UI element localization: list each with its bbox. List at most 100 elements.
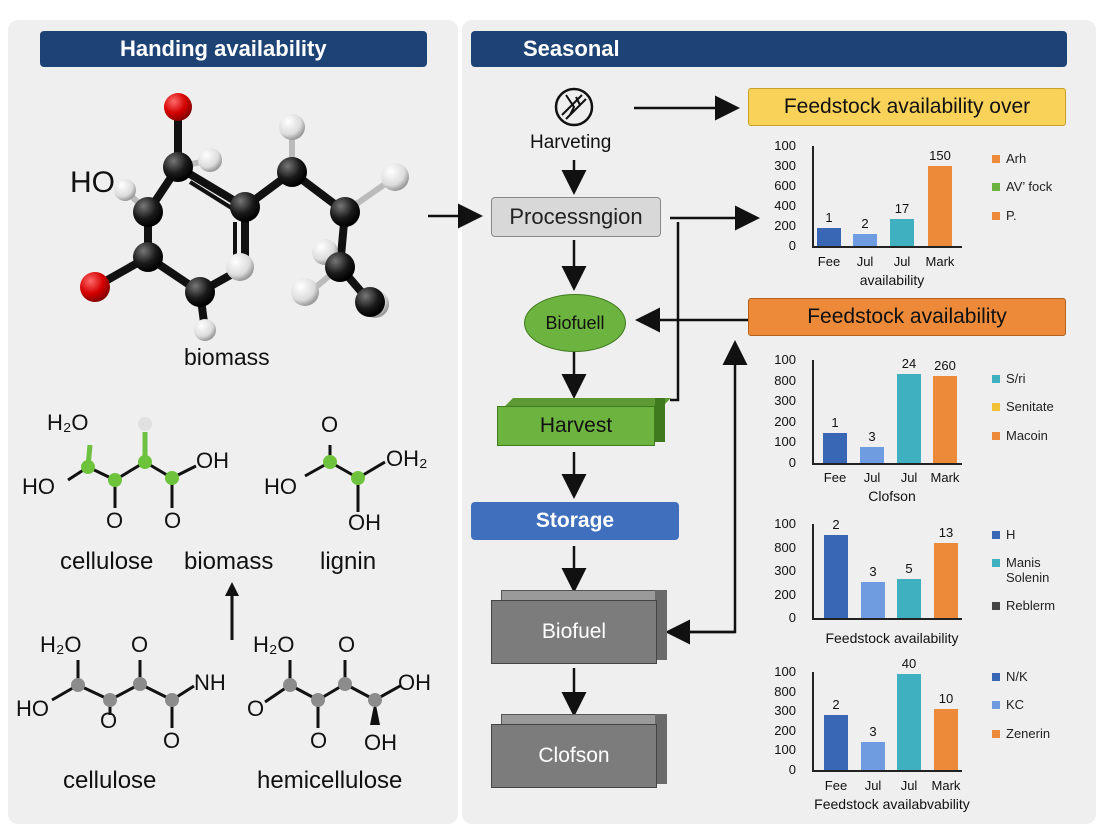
chart-x-tick-label: Fee — [824, 778, 848, 793]
legend-swatch — [992, 729, 1000, 738]
hydrogen-atom — [114, 179, 136, 201]
chart-bar — [861, 741, 885, 770]
chart-x-tick-label: Jul — [900, 470, 918, 485]
chart-y-tick-label: 400 — [774, 198, 796, 213]
legend-label: N/K — [1006, 669, 1028, 684]
clofson-block-node: Clofson — [491, 714, 671, 792]
callout-middle: Feedstock availability — [748, 298, 1066, 336]
chart-data-label: 3 — [869, 564, 877, 580]
atom-node — [138, 417, 152, 431]
chart-y-tick-label: 300 — [774, 563, 796, 578]
oxygen-atom — [164, 93, 192, 121]
legend-item: KC — [992, 697, 1062, 712]
harvest-face: Harvest — [497, 406, 655, 446]
legend-label: Arh — [1006, 151, 1027, 166]
chart-data-label: 17 — [894, 201, 910, 216]
carbon-atom — [133, 242, 163, 272]
atom-node — [165, 693, 179, 707]
chart-y-axis — [812, 360, 814, 463]
carbon-atom — [355, 287, 385, 317]
carbon-atom — [133, 197, 163, 227]
atom-node — [338, 677, 352, 691]
label-o: O — [310, 728, 328, 753]
label-oh: OH — [364, 730, 397, 755]
right-header: Seasonal — [471, 31, 1067, 67]
label-h2o: H₂O — [253, 632, 295, 657]
atom-node — [283, 678, 297, 692]
chart-y-tick-label: 100 — [774, 742, 796, 758]
chart-y-tick-label: 0 — [788, 610, 796, 625]
atom-node — [71, 678, 85, 692]
carbon-atom — [163, 152, 193, 182]
carbon-atom — [230, 192, 260, 222]
chart-y-tick-label: 800 — [774, 683, 796, 699]
legend-item: Zenerin — [992, 725, 1062, 741]
label-o: O — [164, 508, 182, 533]
caption-hemicellulose: hemicellulose — [257, 767, 403, 794]
hydrogen-atom — [198, 148, 222, 172]
chart-legend: N/K KC Zenerin — [992, 669, 1062, 755]
chart-y-tick-label: 300 — [774, 393, 796, 409]
chart-data-label: 1 — [831, 415, 839, 431]
chart-bar — [933, 376, 957, 463]
legend-item: Senitate — [992, 399, 1062, 414]
chart-y-tick-label: 200 — [774, 722, 796, 738]
atom-node — [138, 455, 152, 469]
carbon-atom — [330, 197, 360, 227]
legend-item: AV’ fock — [992, 179, 1062, 194]
legend-label: P. — [1006, 207, 1017, 223]
chart-x-axis-label: Feedstock availabvability — [814, 796, 970, 812]
chart-y-axis — [812, 672, 814, 770]
chart-y-tick-label: 800 — [774, 372, 796, 388]
chart-y-tick-label: 200 — [774, 218, 796, 233]
chart-y-tick-label: 100 — [774, 434, 796, 450]
chart-y-tick-label: 100 — [774, 138, 796, 153]
left-panel — [8, 20, 458, 824]
legend-swatch — [992, 155, 1000, 163]
chart-y-tick-label: 0 — [788, 238, 796, 253]
legend-item: Macoin — [992, 427, 1062, 443]
chart-y-tick-label: 200 — [774, 586, 796, 602]
carbon-atom — [277, 157, 307, 187]
caption-biomass: biomass — [184, 548, 274, 575]
legend-swatch — [992, 559, 1000, 568]
carbon-atom — [325, 252, 355, 282]
chart-data-label: 10 — [938, 691, 954, 707]
biofuel-oval-node: Biofuell — [524, 294, 626, 352]
chart-data-label: 2 — [861, 216, 869, 231]
harvest-icon — [554, 87, 594, 127]
legend-label: Macoin — [1006, 427, 1048, 443]
atom-node — [133, 677, 147, 691]
label-o: O — [163, 728, 181, 753]
molecule-caption: biomass — [184, 344, 270, 370]
legend-swatch — [992, 531, 1000, 539]
harveting-label: Harveting — [530, 132, 612, 153]
chart-x-axis — [812, 618, 962, 620]
storage-label: Storage — [535, 509, 615, 532]
chart-y-tick-label: 800 — [774, 539, 796, 555]
caption-lignin: lignin — [320, 548, 377, 575]
label-o: O — [106, 508, 124, 533]
hydrogen-atom — [381, 163, 409, 191]
chart-y-tick-label: 100 — [774, 664, 796, 679]
atom-node — [165, 471, 179, 485]
chart-bar — [897, 578, 921, 618]
chart-data-label: 2 — [832, 697, 840, 713]
chart-bar — [928, 166, 952, 246]
chart-bar — [824, 715, 848, 770]
chart-y-tick-label: 100 — [774, 352, 796, 367]
chart-data-label: 24 — [901, 356, 917, 372]
right-header-title: Seasonal — [523, 36, 620, 61]
callout-top: Feedstock availability over — [748, 88, 1066, 126]
chart-data-label: 3 — [869, 723, 877, 739]
legend-swatch — [992, 601, 1000, 610]
atom-node — [108, 473, 122, 487]
arrow-up-icon — [225, 582, 239, 596]
legend-label: Zenerin — [1006, 725, 1051, 741]
hydrogen-atom — [226, 253, 254, 281]
oxygen-atom — [80, 272, 110, 302]
hydrogen-atom — [279, 114, 305, 140]
chart-y-tick-label: 300 — [774, 158, 796, 173]
